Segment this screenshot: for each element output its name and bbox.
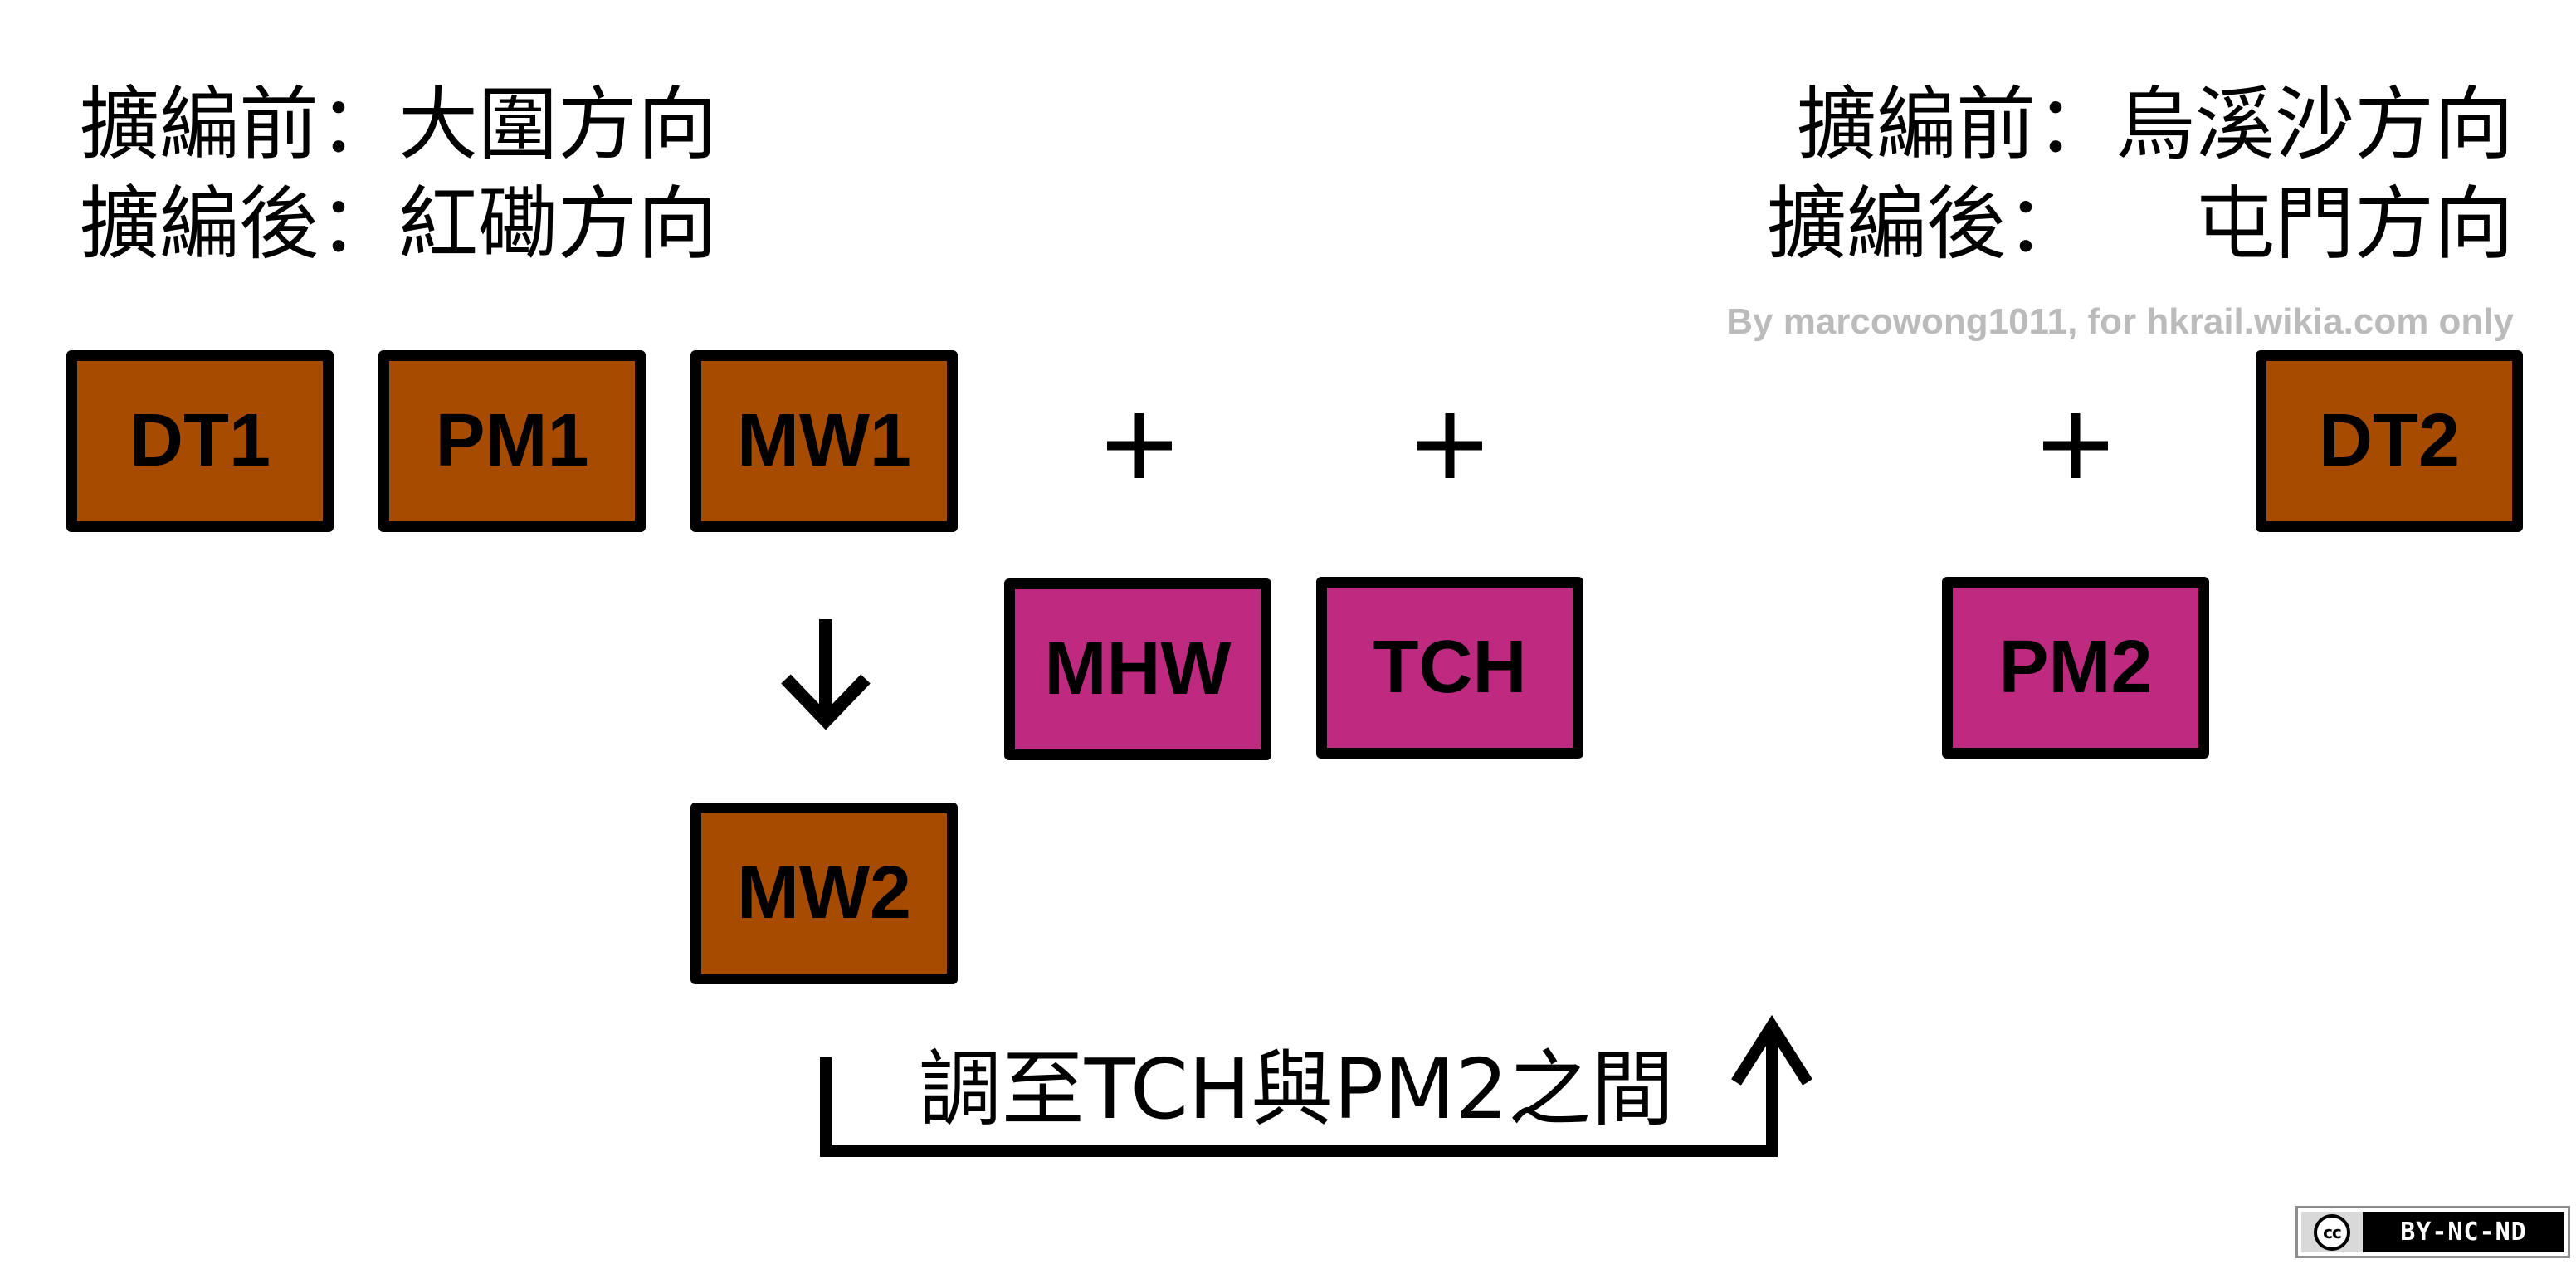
reposition-instruction: 調至TCH與PM2之間 <box>918 1041 1675 1138</box>
before-expansion-direction-right: 擴編前：烏溪沙方向 <box>1797 78 2514 171</box>
license-terms: BY-NC-ND <box>2363 1212 2564 1252</box>
car-label: DT2 <box>2318 399 2461 482</box>
direction-note-left: 擴編前：大圍方向 擴編後：紅磡方向 <box>80 75 717 274</box>
license-badge: cc BY-NC-ND <box>2295 1206 2570 1258</box>
car-dt2: DT2 <box>2256 350 2523 532</box>
cc-mark: cc <box>2323 1222 2342 1242</box>
after-expansion-destination: 屯門方向 <box>2195 178 2514 271</box>
car-tch: TCH <box>1316 577 1583 759</box>
plus-icon <box>1107 413 1172 478</box>
car-label: DT1 <box>129 399 271 482</box>
car-label: TCH <box>1373 626 1527 709</box>
plus-icon <box>2043 413 2108 478</box>
cc-icon: cc <box>2314 1213 2350 1251</box>
car-pm2: PM2 <box>1942 577 2209 759</box>
plus-icon <box>1417 413 1482 478</box>
car-label: MW1 <box>737 399 911 482</box>
car-mw1: MW1 <box>690 350 958 532</box>
direction-note-right: 擴編前：烏溪沙方向 擴編後： 屯門方向 <box>1767 75 2514 274</box>
car-mw2: MW2 <box>690 803 958 984</box>
car-label: MHW <box>1044 627 1232 710</box>
car-label: PM2 <box>1998 626 2153 709</box>
car-label: PM1 <box>435 399 589 482</box>
after-expansion-direction-left: 擴編後：紅磡方向 <box>80 178 717 271</box>
bracket-arrow-up-icon <box>820 1014 1812 1157</box>
before-expansion-direction-left: 擴編前：大圍方向 <box>80 78 717 171</box>
arrow-down-icon <box>781 619 871 730</box>
car-label: MW2 <box>737 852 911 935</box>
author-watermark: By marcowong1011, for hkrail.wikia.com o… <box>1726 301 2514 342</box>
after-expansion-direction-right: 擴編後： 屯門方向 <box>1767 174 2514 274</box>
after-expansion-label: 擴編後： <box>1767 178 2086 271</box>
car-mhw: MHW <box>1004 578 1271 760</box>
cc-logo: cc <box>2301 1212 2363 1252</box>
car-pm1: PM1 <box>378 350 646 532</box>
car-dt1: DT1 <box>66 350 334 532</box>
